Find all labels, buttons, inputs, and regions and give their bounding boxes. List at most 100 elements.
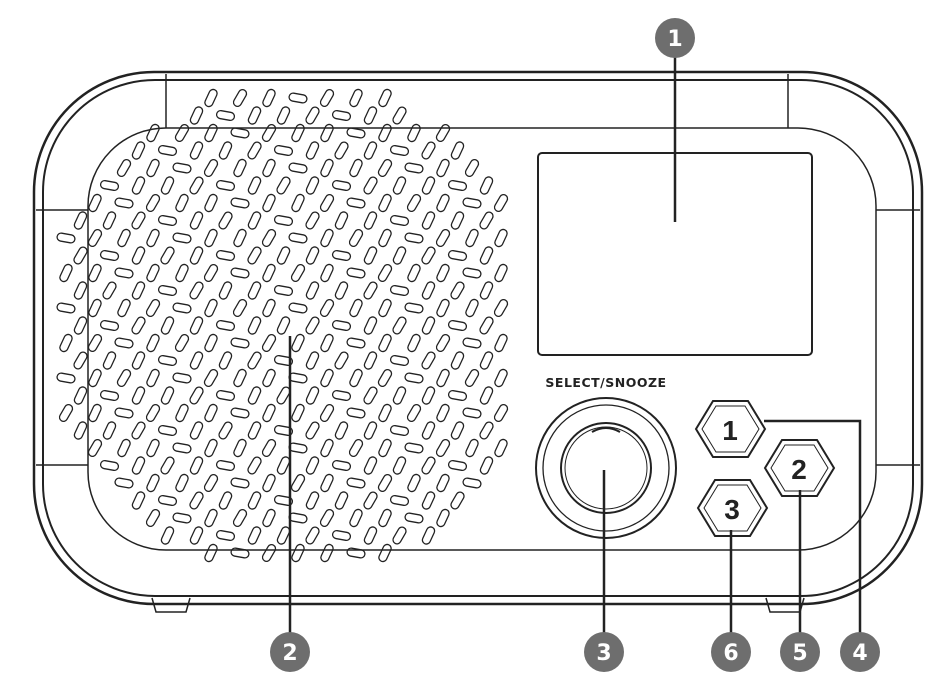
grille-slot <box>114 477 134 489</box>
grille-slot <box>262 88 276 108</box>
grille-slot <box>331 529 352 542</box>
grille-slot <box>131 176 146 195</box>
grille-slot <box>348 229 364 247</box>
grille-slot <box>305 281 320 300</box>
grille-slot <box>88 368 102 388</box>
grille-slot <box>404 162 424 174</box>
preset-button-1[interactable]: 1 <box>694 400 767 458</box>
grille-slot <box>262 158 276 178</box>
grille-slot <box>247 386 262 405</box>
grille-slot <box>363 141 378 160</box>
grille-slot <box>247 176 262 195</box>
grille-slot <box>404 442 424 454</box>
grille-slot <box>215 529 236 542</box>
grille-slot <box>175 473 189 493</box>
select-snooze-knob[interactable] <box>535 397 677 539</box>
grille-slot <box>320 543 334 563</box>
grille-slot <box>288 232 308 244</box>
preset-button-2[interactable]: 2 <box>763 439 836 497</box>
grille-slot <box>392 526 407 545</box>
grille-slot <box>392 386 407 405</box>
grille-slot <box>73 386 88 405</box>
grille-slot <box>331 389 352 402</box>
grille-slot <box>331 179 352 192</box>
grille-slot <box>131 386 146 405</box>
grille-slot <box>363 176 378 195</box>
grille-slot <box>320 333 334 353</box>
svg-text:3: 3 <box>596 641 611 666</box>
grille-slot <box>73 351 88 370</box>
grille-slot <box>215 179 236 192</box>
grille-slot <box>262 403 276 423</box>
grille-slot <box>117 438 131 458</box>
grille-slot <box>73 246 88 265</box>
grille-slot <box>447 319 468 332</box>
grille-slot <box>462 477 482 489</box>
grille-slot <box>230 547 250 559</box>
grille-slot <box>172 372 192 384</box>
grille-slot <box>462 197 482 209</box>
grille-slot <box>204 333 218 353</box>
grille-slot <box>447 249 468 262</box>
grille-slot <box>494 438 508 458</box>
grille-slot <box>59 263 73 283</box>
grille-slot <box>305 246 320 265</box>
svg-text:6: 6 <box>723 641 738 666</box>
grille-slot <box>204 88 218 108</box>
grille-slot <box>218 141 233 160</box>
grille-slot <box>389 354 410 367</box>
grille-slot <box>218 351 233 370</box>
callout-5: 5 <box>780 632 820 672</box>
grille-slot <box>261 229 277 247</box>
svg-text:2: 2 <box>282 641 297 666</box>
grille-slot <box>88 403 102 423</box>
grille-slot <box>378 333 392 353</box>
grille-slot <box>435 334 451 352</box>
grille-slot <box>435 229 451 247</box>
grille-slot <box>273 494 294 507</box>
grille-slot <box>276 456 291 475</box>
grille-slot <box>262 368 276 388</box>
callout-3: 3 <box>584 632 624 672</box>
grille-slot <box>421 316 436 335</box>
grille-slot <box>377 159 393 177</box>
grille-slot <box>203 474 219 492</box>
grille-slot <box>436 298 450 318</box>
grille-slot <box>59 333 73 353</box>
grille-slot <box>189 421 204 440</box>
grille-slot <box>247 141 262 160</box>
grille-slot <box>494 228 508 248</box>
grille-slot <box>421 456 436 475</box>
grille-slot <box>331 319 352 332</box>
grille-slot <box>319 194 335 212</box>
grille-slot <box>189 246 204 265</box>
grille-slot <box>230 407 250 419</box>
grille-slot <box>73 316 88 335</box>
grille-slot <box>232 509 248 527</box>
preset-button-3[interactable]: 3 <box>696 479 769 537</box>
grille-slot <box>87 439 103 457</box>
grille-slot <box>305 316 320 335</box>
grille-slot <box>406 194 422 212</box>
grille-slot <box>447 179 468 192</box>
grille-slot <box>247 281 262 300</box>
grille-slot <box>157 214 178 227</box>
grille-slot <box>465 438 479 458</box>
grille-slot <box>218 281 233 300</box>
grille-slot <box>305 176 320 195</box>
grille-slot <box>305 106 320 125</box>
grille-slot <box>215 459 236 472</box>
grille-slot <box>261 439 277 457</box>
grille-slot <box>247 351 262 370</box>
grille-slot <box>334 421 349 440</box>
grille-slot <box>291 193 305 213</box>
grille-slot <box>378 193 392 213</box>
callout-6: 6 <box>711 632 751 672</box>
grille-slot <box>189 281 204 300</box>
grille-slot <box>88 263 102 283</box>
grille-slot <box>114 407 134 419</box>
grille-slot <box>204 543 218 563</box>
grille-slot <box>291 333 305 353</box>
grille-slot <box>305 141 320 160</box>
